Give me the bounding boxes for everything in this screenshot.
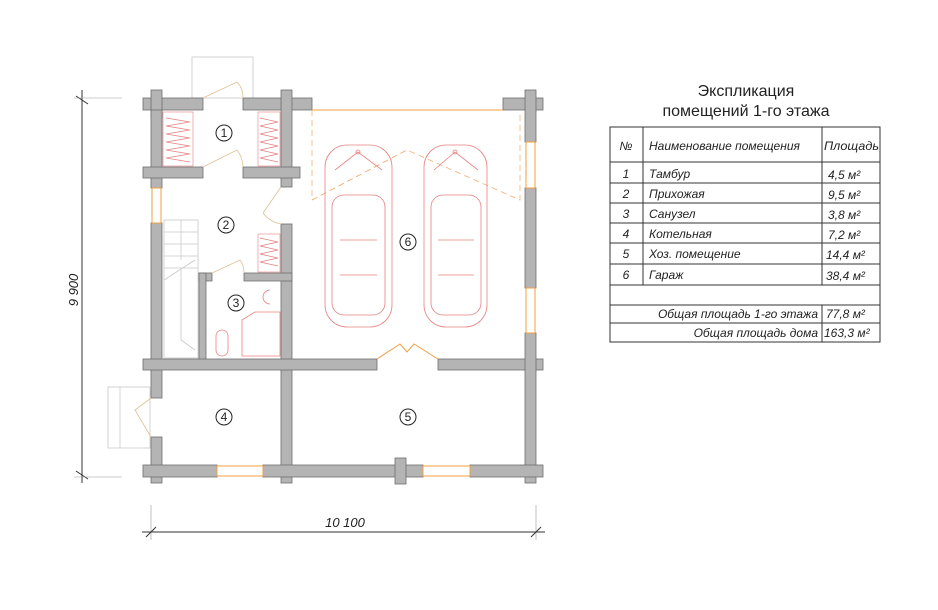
total-floor-value: 77,8 м² <box>826 307 866 321</box>
svg-text:5: 5 <box>623 247 630 261</box>
table-title-line1: Экспликация <box>698 83 795 100</box>
svg-text:Санузел: Санузел <box>649 207 696 221</box>
total-house-label: Общая площадь дома <box>694 326 819 340</box>
svg-text:6: 6 <box>405 235 412 249</box>
room-label-2: 2 <box>217 216 235 234</box>
svg-text:Котельная: Котельная <box>649 227 712 241</box>
svg-text:4,5 м²: 4,5 м² <box>828 168 861 182</box>
car-left <box>324 144 393 328</box>
table-row: 6 Гараж 38,4 м² <box>623 268 866 283</box>
svg-text:Хоз. помещение: Хоз. помещение <box>648 247 741 261</box>
svg-text:5: 5 <box>405 410 412 424</box>
garage-door-swing <box>311 109 521 201</box>
svg-text:9 900: 9 900 <box>66 273 81 306</box>
room-label-6: 6 <box>399 233 417 251</box>
svg-text:1: 1 <box>221 126 228 140</box>
svg-text:Прихожая: Прихожая <box>649 187 705 201</box>
svg-text:38,4 м²: 38,4 м² <box>826 269 866 283</box>
table-row: 5 Хоз. помещение 14,4 м² <box>623 247 866 262</box>
svg-text:14,4 м²: 14,4 м² <box>826 248 866 262</box>
total-floor-label: Общая площадь 1-го этажа <box>658 307 818 321</box>
svg-text:2: 2 <box>622 187 630 201</box>
total-house-value: 163,3 м² <box>824 326 871 340</box>
room-label-3: 3 <box>227 294 245 312</box>
svg-text:2: 2 <box>223 218 230 232</box>
room-label-5: 5 <box>399 408 417 426</box>
table-title-line2: помещений 1-го этажа <box>662 103 829 120</box>
dimension-width: 10 100 <box>142 505 545 540</box>
svg-text:7,2 м²: 7,2 м² <box>828 228 861 242</box>
table-row: 4 Котельная 7,2 м² <box>623 227 862 242</box>
svg-text:9,5 м²: 9,5 м² <box>828 188 861 202</box>
table-row: 3 Санузел 3,8 м² <box>623 207 862 222</box>
room-label-4: 4 <box>215 408 233 426</box>
svg-text:1: 1 <box>623 167 630 181</box>
svg-text:Площадь: Площадь <box>824 139 879 153</box>
svg-text:4: 4 <box>221 410 228 424</box>
svg-text:3: 3 <box>233 296 240 310</box>
table-row: 2 Прихожая 9,5 м² <box>622 187 862 202</box>
windows <box>151 141 536 477</box>
walls <box>142 89 544 485</box>
table-row: 1 Тамбур 4,5 м² <box>623 167 862 182</box>
svg-text:Гараж: Гараж <box>649 268 684 282</box>
bathroom-fixtures <box>215 289 281 357</box>
svg-text:Наименование помещения: Наименование помещения <box>649 139 800 153</box>
svg-text:4: 4 <box>623 227 630 241</box>
room-label-1: 1 <box>215 124 233 142</box>
svg-text:10 100: 10 100 <box>325 515 366 530</box>
explication-table: Экспликация помещений 1-го этажа № Наиме… <box>609 83 881 343</box>
side-porch <box>107 386 151 449</box>
svg-text:№: № <box>620 139 633 153</box>
doors <box>134 81 439 438</box>
front-porch <box>191 56 254 99</box>
svg-text:6: 6 <box>623 268 630 282</box>
svg-text:3,8 м²: 3,8 м² <box>828 208 861 222</box>
dimension-height: 9 900 <box>66 90 122 483</box>
svg-text:Тамбур: Тамбур <box>649 167 690 181</box>
svg-text:3: 3 <box>623 207 630 221</box>
car-right <box>423 144 488 328</box>
wardrobes <box>162 111 281 273</box>
stairs <box>163 219 199 359</box>
